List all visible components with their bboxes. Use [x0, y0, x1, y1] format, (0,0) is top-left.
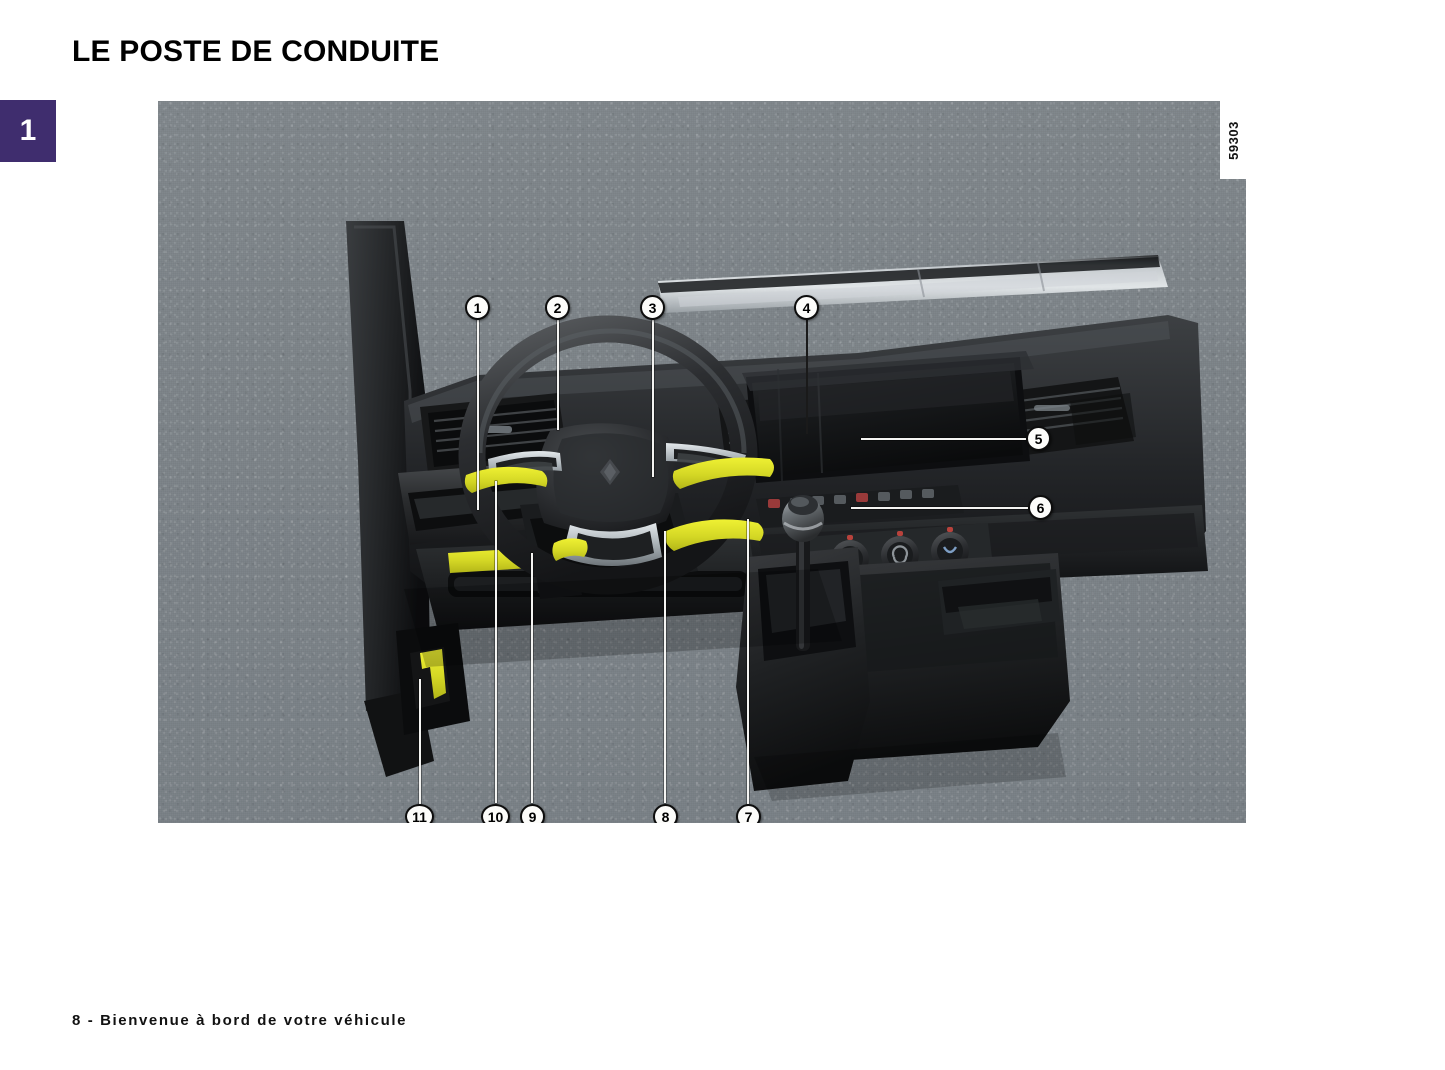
figure-reference-label: 59303: [1220, 101, 1246, 179]
callout-6-label: 6: [1036, 499, 1045, 516]
callout-2[interactable]: 2: [545, 295, 570, 320]
callout-7-label: 7: [744, 808, 753, 824]
callout-8-label: 8: [661, 808, 670, 824]
callout-5-label: 5: [1034, 430, 1043, 447]
leader-line-5: [861, 438, 1026, 440]
gear-lever: [736, 495, 870, 791]
callout-1[interactable]: 1: [465, 295, 490, 320]
leader-line-8: [664, 531, 666, 803]
highlight-bonnet-release: [420, 649, 446, 699]
callout-11-label: 11: [412, 808, 427, 824]
callout-4-label: 4: [802, 299, 811, 316]
callout-4[interactable]: 4: [794, 295, 819, 320]
leader-line-3: [652, 320, 654, 477]
leader-line-6: [851, 507, 1028, 509]
callout-1-label: 1: [473, 299, 482, 316]
callout-3[interactable]: 3: [640, 295, 665, 320]
callout-3-label: 3: [648, 299, 657, 316]
highlight-left-stalk: [464, 466, 548, 493]
callout-9-label: 9: [528, 808, 537, 824]
callout-11[interactable]: 11: [405, 804, 434, 823]
leader-line-11: [419, 679, 421, 804]
chapter-number-label: 1: [19, 114, 37, 147]
page-title: LE POSTE DE CONDUITE: [72, 35, 440, 68]
leader-line-2: [557, 320, 559, 430]
callout-10[interactable]: 10: [481, 804, 510, 823]
callout-9[interactable]: 9: [520, 804, 545, 823]
callout-6[interactable]: 6: [1028, 495, 1053, 520]
cockpit-figure: 59303 1 2 3 4 5 6 7 8 9 10 11: [158, 101, 1246, 823]
callout-5[interactable]: 5: [1026, 426, 1051, 451]
dashboard-illustration: [346, 221, 1208, 801]
leader-line-1: [477, 320, 479, 510]
steering-wheel: [458, 315, 758, 595]
leader-line-9: [531, 553, 533, 803]
callout-10-label: 10: [487, 808, 504, 824]
callout-2-label: 2: [553, 299, 562, 316]
highlight-horn: [552, 538, 588, 561]
highlight-wiper-stalk: [665, 519, 764, 551]
callout-8[interactable]: 8: [653, 804, 678, 823]
leader-line-10: [495, 481, 497, 803]
chapter-number-tab: 1: [0, 100, 56, 162]
leader-line-7: [747, 519, 749, 804]
page-footer: 8 - Bienvenue à bord de votre véhicule: [72, 1012, 408, 1029]
multimedia-touchscreen: [746, 357, 1030, 483]
highlight-right-stalk: [672, 457, 774, 489]
leader-line-4: [806, 320, 808, 434]
callout-7[interactable]: 7: [736, 804, 761, 823]
